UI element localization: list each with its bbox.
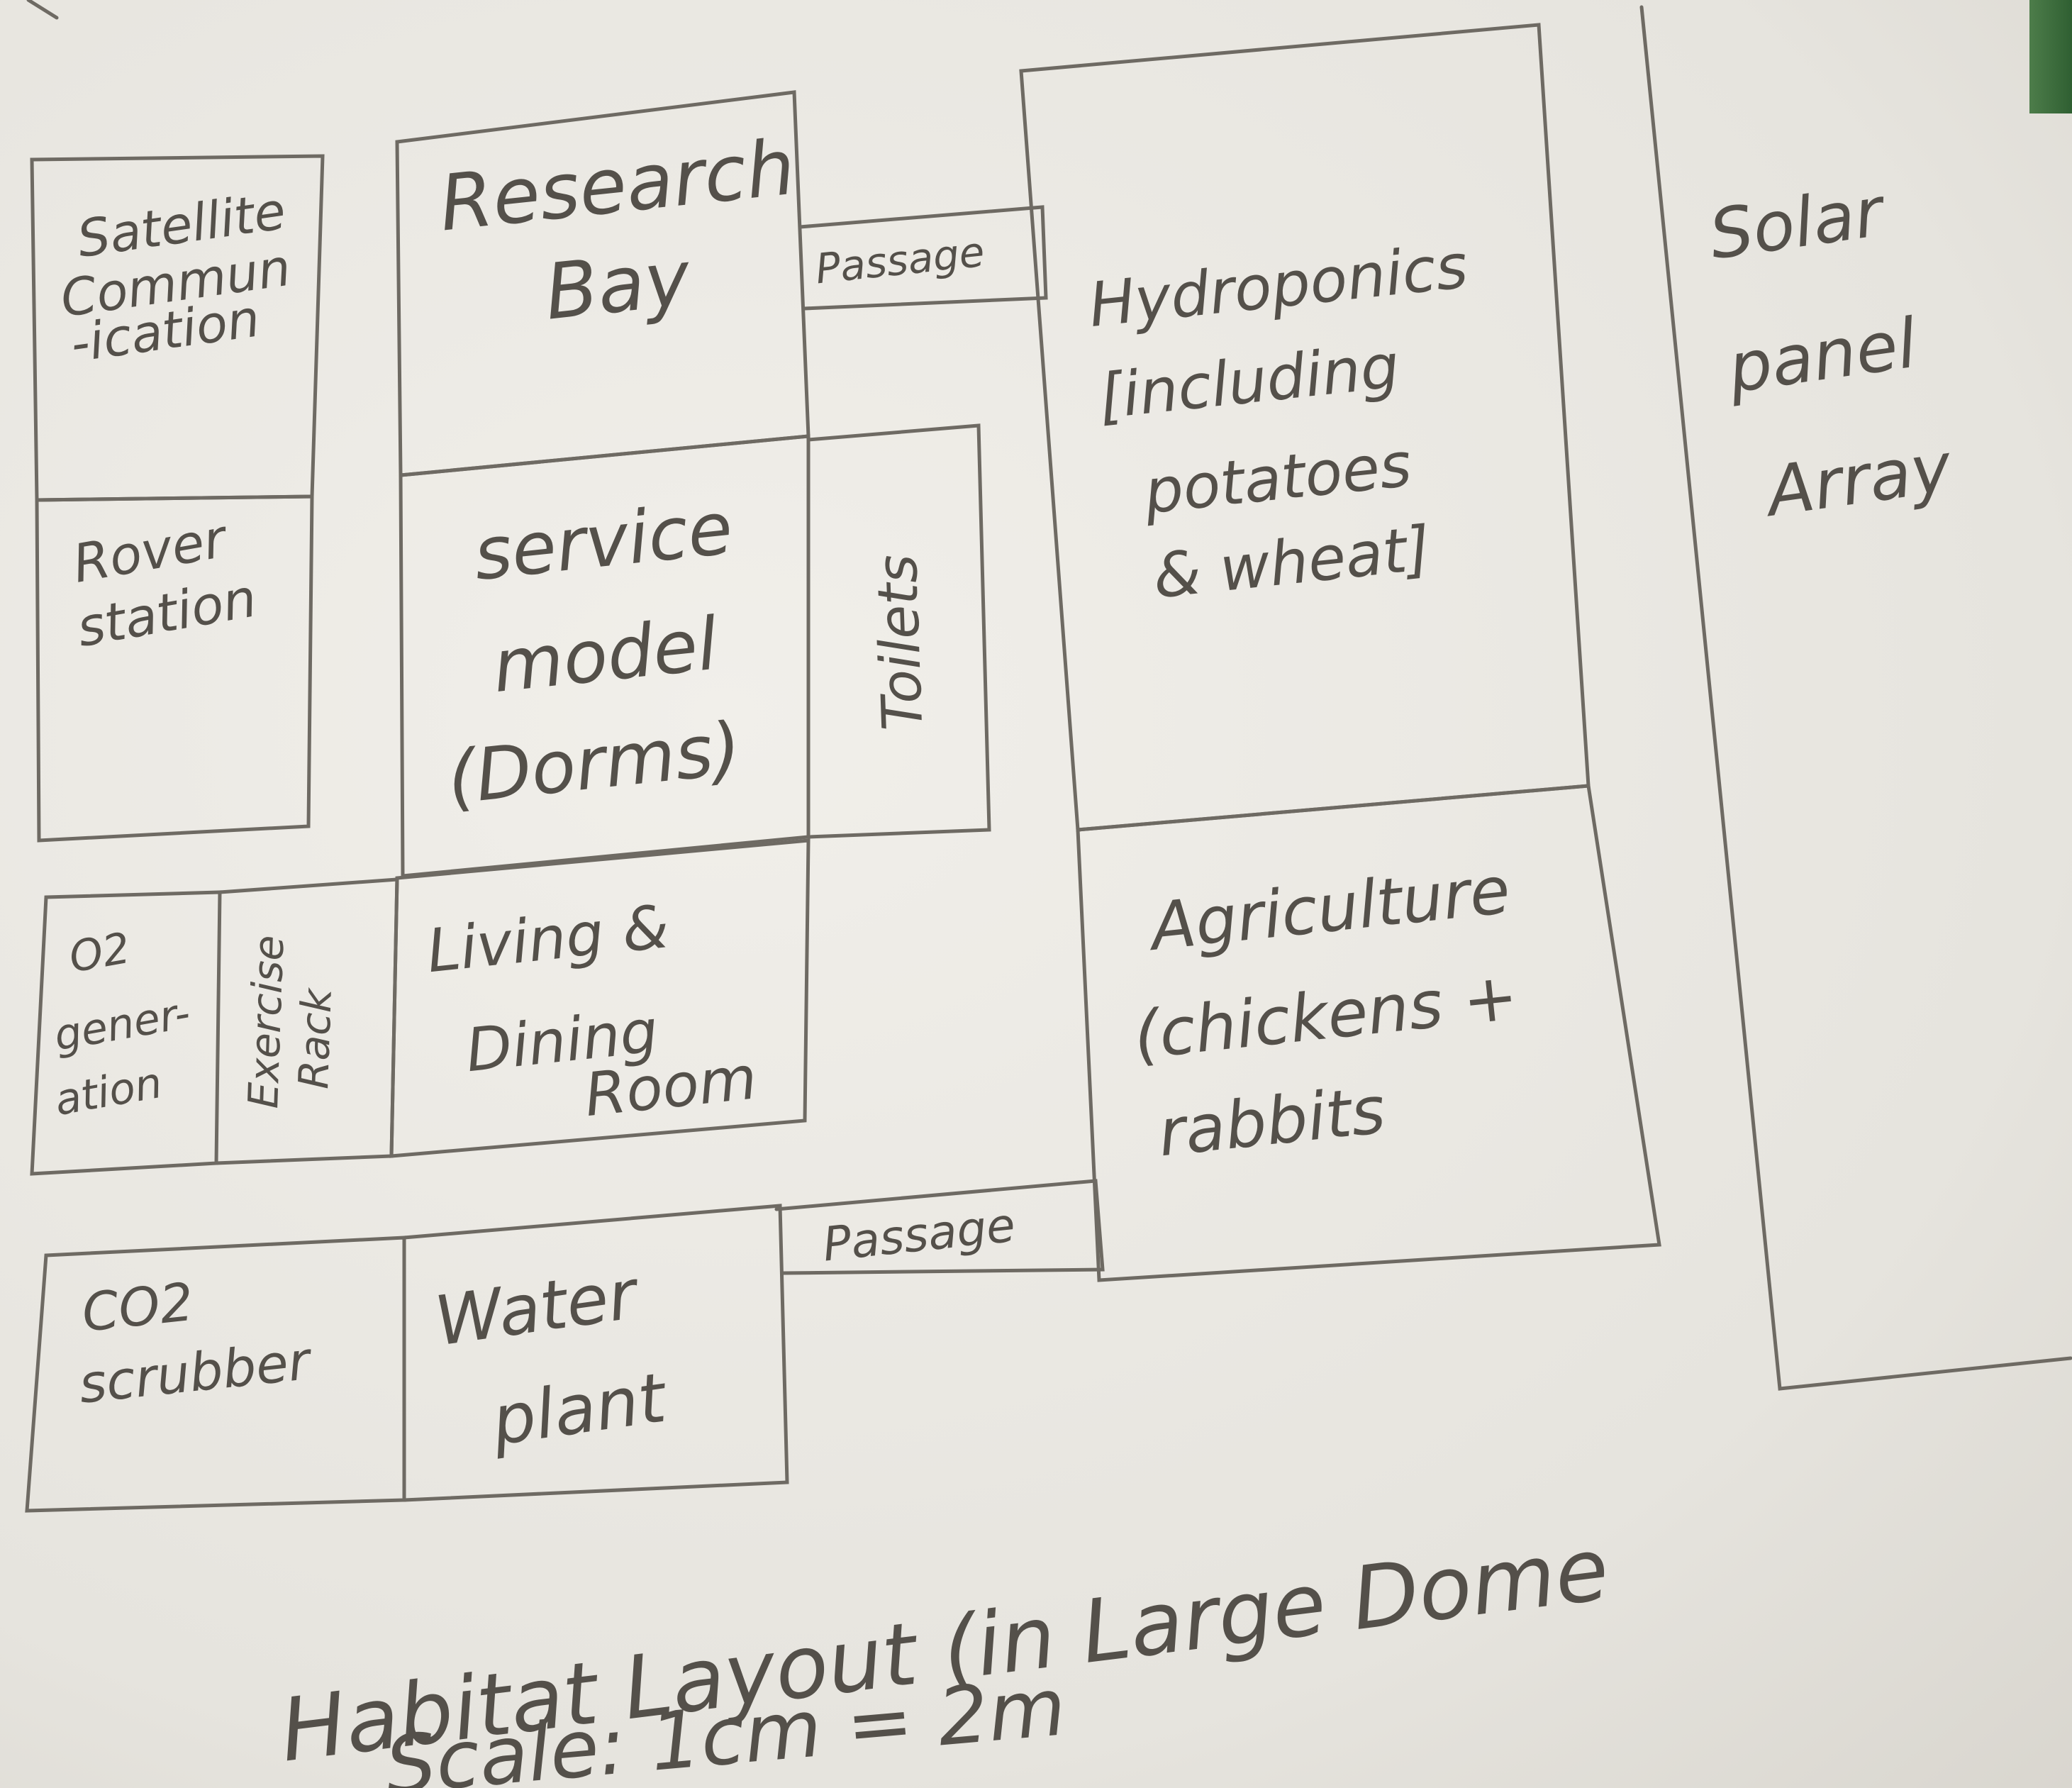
solar-line-3: Array [1758,427,1956,532]
hydroponics-line-3: potatoes [1140,429,1415,528]
exercise-line-1: Exercise [239,934,293,1109]
toilets-room [806,423,991,839]
solar-line-1: Solar [1705,172,1891,275]
water-plant-label: Water plant [430,1252,678,1467]
co2-line-1: CO2 [79,1272,196,1344]
research-bay-label: Research Bay [435,121,834,348]
rover-station-label: Rover station [62,505,261,660]
solar-panel-array-label: Solar panel Array [1704,167,1961,535]
agriculture-room [1076,784,1661,1282]
co2-scrubber-label: CO2 scrubber [69,1260,316,1416]
corner-stroke [26,0,59,20]
co2-line-2: scrubber [76,1331,316,1416]
water-line-2: plant [486,1357,672,1461]
rover-station-room [35,494,314,843]
passage-top-corridor [798,205,1048,311]
hydroponics-line-1: Hydroponics [1086,231,1471,341]
service-line-1: service [470,486,737,597]
agriculture-label: Agriculture (chickens + rabbits [1119,850,1556,1172]
solar-line-2: panel [1722,304,1922,409]
agriculture-line-2: (chickens + [1130,958,1522,1074]
toilets-label: Toilets [866,553,936,731]
service-line-2: model [489,602,721,710]
satellite-communication-label: Satellite Commun -ication [49,179,319,374]
research-line-1: Research [435,123,799,249]
hydroponics-label: Hydroponics [including potatoes & wheat] [1086,229,1519,616]
research-line-2: Bay [541,234,696,338]
o2-generation-label: O2 gener- ation [27,913,218,1126]
o2-line-2: gener- [50,988,194,1060]
solar-panel-array-zone [1639,5,2072,1391]
hydroponics-line-4: & wheat] [1149,513,1433,612]
table-edge [2029,0,2072,113]
service-model-label: service model (Dorms) [420,484,782,821]
service-line-3: (Dorms) [443,706,745,821]
o2-line-3: ation [51,1058,166,1126]
passage-bottom-label: Passage [820,1198,1018,1272]
exercise-line-2: Rack [289,986,341,1089]
exercise-rack-label: Exercise Rack [239,921,343,1111]
living-line-1: Living & [423,892,672,986]
agriculture-line-1: Agriculture [1144,852,1513,965]
living-dining-room [389,838,811,1158]
agriculture-line-3: rabbits [1154,1072,1388,1171]
hydroponics-line-2: [including [1096,331,1403,433]
water-line-1: Water [430,1254,645,1361]
passage-bottom-corridor [774,1179,1105,1275]
o2-line-1: O2 [65,923,133,983]
living-dining-label: Living & Dining Room [423,884,759,1145]
passage-top-label: Passage [813,228,987,294]
water-plant-room [402,1204,789,1502]
